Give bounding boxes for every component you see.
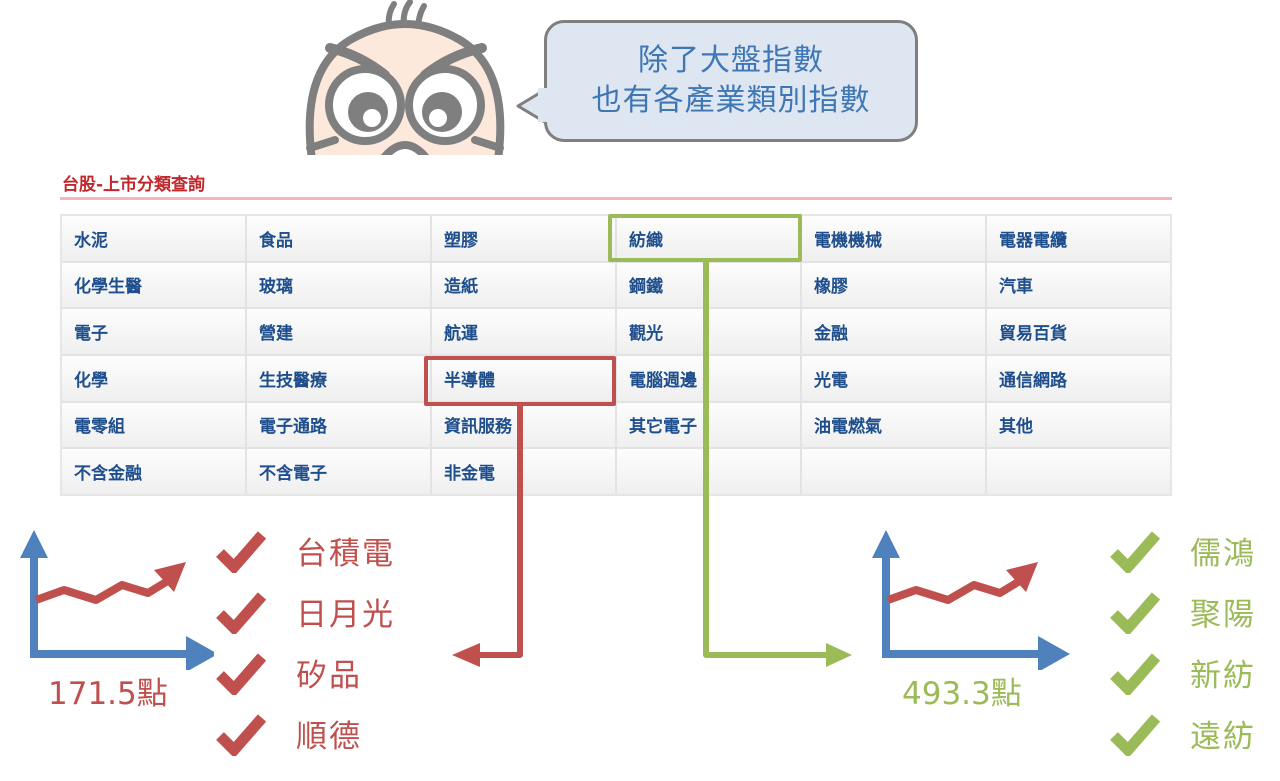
category-automobile[interactable]: 汽車 <box>987 262 1170 308</box>
category-chemical-biotech[interactable]: 化學生醫 <box>62 262 245 308</box>
empty-cell <box>802 449 985 494</box>
stock-name: 矽品 <box>296 658 362 694</box>
category-oil-gas-electricity[interactable]: 油電燃氣 <box>802 402 985 448</box>
category-ex-finance[interactable]: 不含金融 <box>62 449 245 494</box>
category-optoelectronics[interactable]: 光電 <box>802 356 985 401</box>
stock-item: 順德 <box>216 703 395 764</box>
speech-bubble-line-1: 除了大盤指數 <box>638 43 824 78</box>
category-plastics[interactable]: 塑膠 <box>432 216 615 261</box>
stock-name: 儒鴻 <box>1190 536 1256 572</box>
checkmark-icon <box>216 530 266 573</box>
stock-item: 遠紡 <box>1110 703 1256 764</box>
textile-index-value: 493.3點 <box>902 676 1022 712</box>
category-biotech-medical[interactable]: 生技醫療 <box>247 356 430 401</box>
section-title: 台股-上市分類查詢 <box>62 175 206 195</box>
textile-trend-chart-icon <box>872 530 1070 670</box>
category-rubber[interactable]: 橡膠 <box>802 262 985 308</box>
textile-stock-list: 儒鴻 聚陽 新紡 遠紡 <box>1110 520 1256 764</box>
category-ex-electronics[interactable]: 不含電子 <box>247 449 430 494</box>
category-electronics[interactable]: 電子 <box>62 309 245 354</box>
checkmark-icon <box>1110 591 1160 634</box>
category-cement[interactable]: 水泥 <box>62 216 245 261</box>
stock-name: 遠紡 <box>1190 719 1256 755</box>
category-construction[interactable]: 營建 <box>247 309 430 354</box>
checkmark-icon <box>216 713 266 756</box>
stock-item: 聚陽 <box>1110 581 1256 642</box>
category-finance[interactable]: 金融 <box>802 309 985 354</box>
stock-item: 日月光 <box>216 581 395 642</box>
stock-item: 儒鴻 <box>1110 520 1256 581</box>
stock-item: 台積電 <box>216 520 395 581</box>
category-trading[interactable]: 貿易百貨 <box>987 309 1170 354</box>
checkmark-icon <box>1110 652 1160 695</box>
checkmark-icon <box>1110 530 1160 573</box>
category-electrical-cable[interactable]: 電器電纜 <box>987 216 1170 261</box>
category-shipping[interactable]: 航運 <box>432 309 615 354</box>
checkmark-icon <box>216 652 266 695</box>
speech-bubble-line-2: 也有各產業類別指數 <box>591 83 871 118</box>
empty-cell <box>987 449 1170 494</box>
checkmark-icon <box>216 591 266 634</box>
category-information-services[interactable]: 資訊服務 <box>432 402 615 448</box>
category-paper[interactable]: 造紙 <box>432 262 615 308</box>
semiconductor-stock-list: 台積電 日月光 矽品 順德 <box>216 520 395 764</box>
category-ex-finance-electronics[interactable]: 非金電 <box>432 449 615 494</box>
stock-name: 聚陽 <box>1190 597 1256 633</box>
category-electronic-components[interactable]: 電零組 <box>62 402 245 448</box>
category-textile[interactable]: 紡織 <box>617 216 800 261</box>
checkmark-icon <box>1110 713 1160 756</box>
category-electric-machinery[interactable]: 電機機械 <box>802 216 985 261</box>
category-others[interactable]: 其他 <box>987 402 1170 448</box>
category-chemical[interactable]: 化學 <box>62 356 245 401</box>
category-communications[interactable]: 通信網路 <box>987 356 1170 401</box>
speech-bubble: 除了大盤指數 也有各產業類別指數 <box>544 20 918 142</box>
category-semiconductor[interactable]: 半導體 <box>432 356 615 401</box>
stock-name: 新紡 <box>1190 658 1256 694</box>
stock-item: 矽品 <box>216 642 395 703</box>
stock-name: 順德 <box>296 719 362 755</box>
stock-item: 新紡 <box>1110 642 1256 703</box>
title-divider <box>60 197 1172 200</box>
cartoon-character-illustration <box>290 0 520 160</box>
category-electronic-distribution[interactable]: 電子通路 <box>247 402 430 448</box>
stock-name: 台積電 <box>296 536 395 572</box>
category-food[interactable]: 食品 <box>247 216 430 261</box>
category-glass[interactable]: 玻璃 <box>247 262 430 308</box>
semiconductor-trend-chart-icon <box>20 530 214 670</box>
semiconductor-index-value: 171.5點 <box>48 676 168 712</box>
stock-name: 日月光 <box>296 597 395 633</box>
textile-highlight-box <box>608 214 802 262</box>
